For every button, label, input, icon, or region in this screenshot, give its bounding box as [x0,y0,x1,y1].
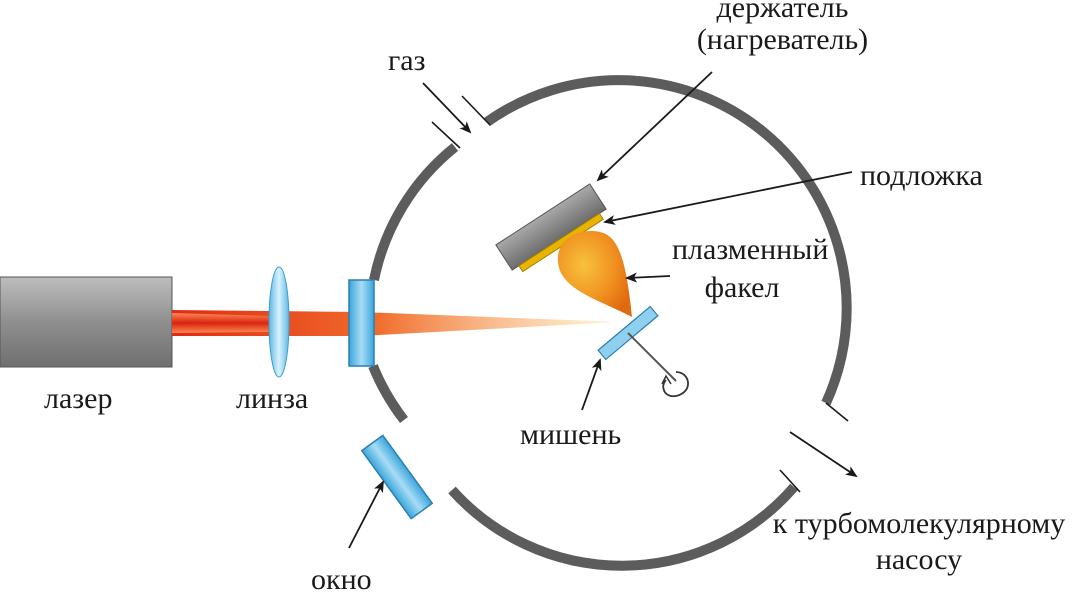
lens [268,266,290,378]
pointer-arrows [348,71,858,549]
label-plume-line1: плазменный [672,233,829,266]
label-holder-line1: держатель [716,0,849,24]
label-window: окно [311,563,372,596]
beam-window [348,279,375,367]
vacuum-chamber-wall [368,75,852,571]
arrow-target [581,358,602,411]
label-substrate: подложка [860,159,983,192]
label-plume: плазменный факел [672,233,829,304]
arrow-window [348,480,384,549]
plasma-plume [557,231,632,317]
label-gas: газ [388,44,426,77]
label-plume-line2: факел [704,271,780,304]
label-target: мишень [520,418,622,451]
arrow-gas [422,82,472,134]
label-pump-line1: к турбомолекулярному [772,507,1066,540]
rotation-arrowhead [661,374,672,385]
port-ticks [431,95,849,493]
arrow-pump [789,431,858,478]
label-pump: к турбомолекулярному насосу [752,508,1086,576]
arrow-substrate [603,171,853,225]
observation-window [360,434,434,520]
label-holder-line2: (нагреватель) [696,23,869,56]
label-pump-line2: насосу [875,543,963,576]
label-holder: держатель (нагреватель) [680,0,885,56]
label-lens: линза [236,382,309,415]
arrow-plume [625,272,671,283]
rotation-icon [662,371,689,398]
laser-beam-core [172,313,270,333]
arrow-holder [596,71,713,182]
label-laser: лазер [44,382,113,415]
laser-body [0,276,173,368]
target-rod [627,332,677,382]
